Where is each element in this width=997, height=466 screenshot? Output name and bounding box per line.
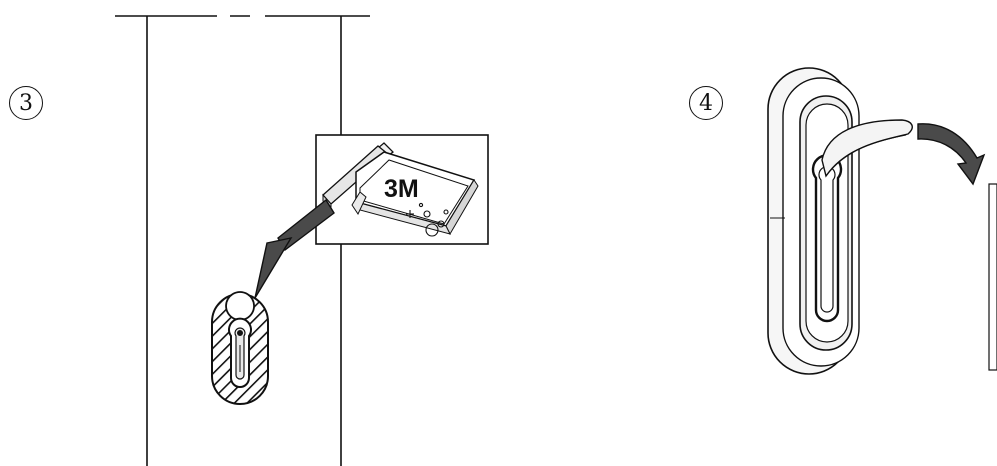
escutcheon-rosette-icon: [767, 67, 860, 375]
step-number-4: 4: [689, 86, 723, 120]
step-number-label: 4: [699, 90, 713, 116]
step-number-label: 3: [19, 90, 33, 116]
brand-logo: 3M: [384, 175, 419, 203]
curved-arrow-icon: [917, 123, 997, 371]
cleaning-wipe-packet-icon: [315, 134, 489, 245]
pointing-arrow-icon: [254, 198, 335, 299]
cylinder-lock-icon: [225, 291, 255, 388]
peel-film-icon: [821, 119, 913, 178]
step-number-3: 3: [9, 86, 43, 120]
